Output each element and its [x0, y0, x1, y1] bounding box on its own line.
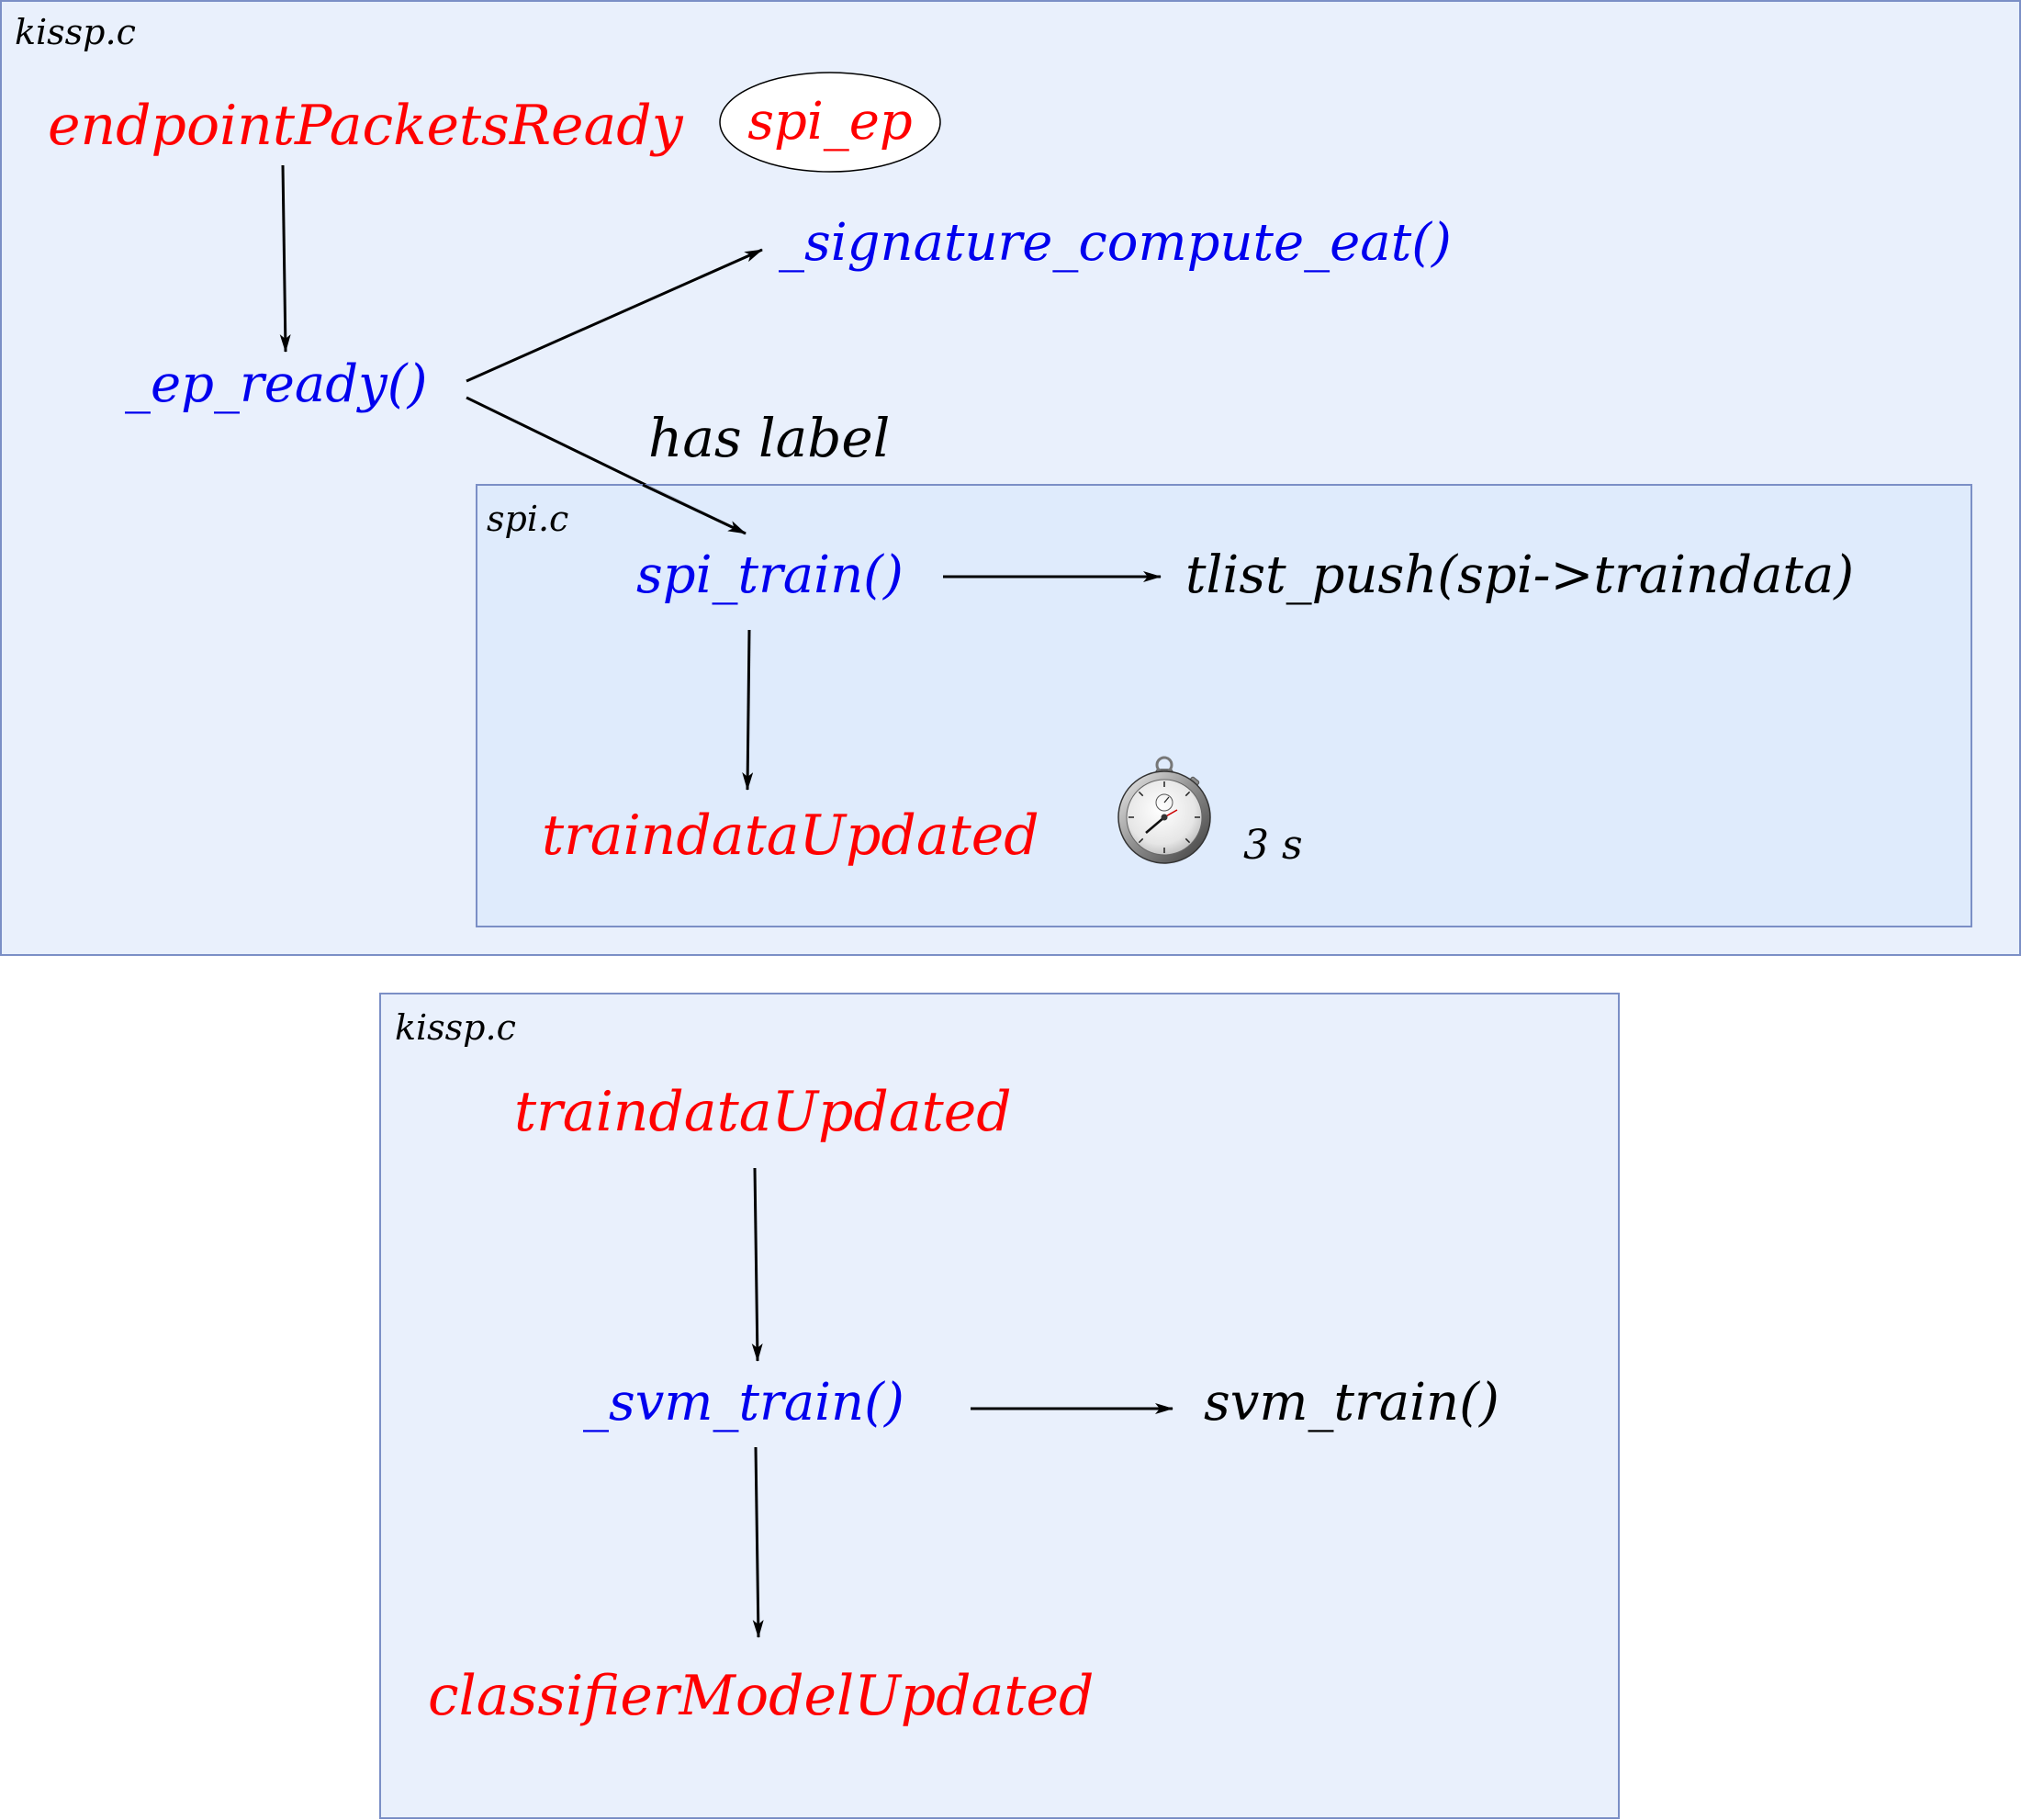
function-signature-compute-eat: _signature_compute_eat(): [779, 213, 1452, 273]
arrow-spi-train-to-traindata-updated: [742, 629, 754, 791]
event-traindata-updated-bottom: traindataUpdated: [514, 1080, 1012, 1144]
spi-ep-badge-label: spi_ep: [747, 92, 912, 152]
function-spi-train: spi_train(): [636, 545, 904, 605]
inner-module-box-spi: spi.c spi_train() tlist_push(spi->traind…: [476, 483, 1972, 927]
bottom-module-box: kissp.c traindataUpdated _svm_train() sv…: [379, 993, 1620, 1819]
edge-label-has-label: has label: [648, 407, 890, 469]
function-ep-ready: _ep_ready(): [125, 354, 427, 414]
call-tlist-push: tlist_push(spi->traindata): [1185, 545, 1854, 605]
arrow-endpoint-to-ep-ready: [279, 164, 291, 353]
arrow-ep-ready-to-signature: [466, 248, 763, 383]
module-label-kissp-bottom: kissp.c: [395, 1007, 516, 1048]
top-module-box: kissp.c endpointPacketsReady spi_ep _sig…: [0, 0, 2021, 956]
module-label-spi: spi.c: [487, 499, 568, 539]
event-classifier-model-updated: classifierModelUpdated: [428, 1664, 1094, 1728]
module-label-kissp: kissp.c: [15, 12, 136, 52]
event-endpoint-packets-ready: endpointPacketsReady: [48, 94, 684, 158]
arrow-ep-ready-to-spi-train-tip: [642, 483, 747, 535]
arrow-svm-train-to-classifier: [752, 1446, 764, 1638]
call-svm-train: svm_train(): [1204, 1373, 1499, 1432]
arrow-traindata-to-svm-train: [751, 1167, 763, 1362]
timer-value: 3 s: [1243, 822, 1303, 869]
spi-ep-badge: spi_ep: [719, 72, 941, 173]
function-svm-train-internal: _svm_train(): [583, 1373, 904, 1432]
event-traindata-updated-top: traindataUpdated: [542, 803, 1039, 868]
stopwatch-icon: [1117, 756, 1211, 864]
